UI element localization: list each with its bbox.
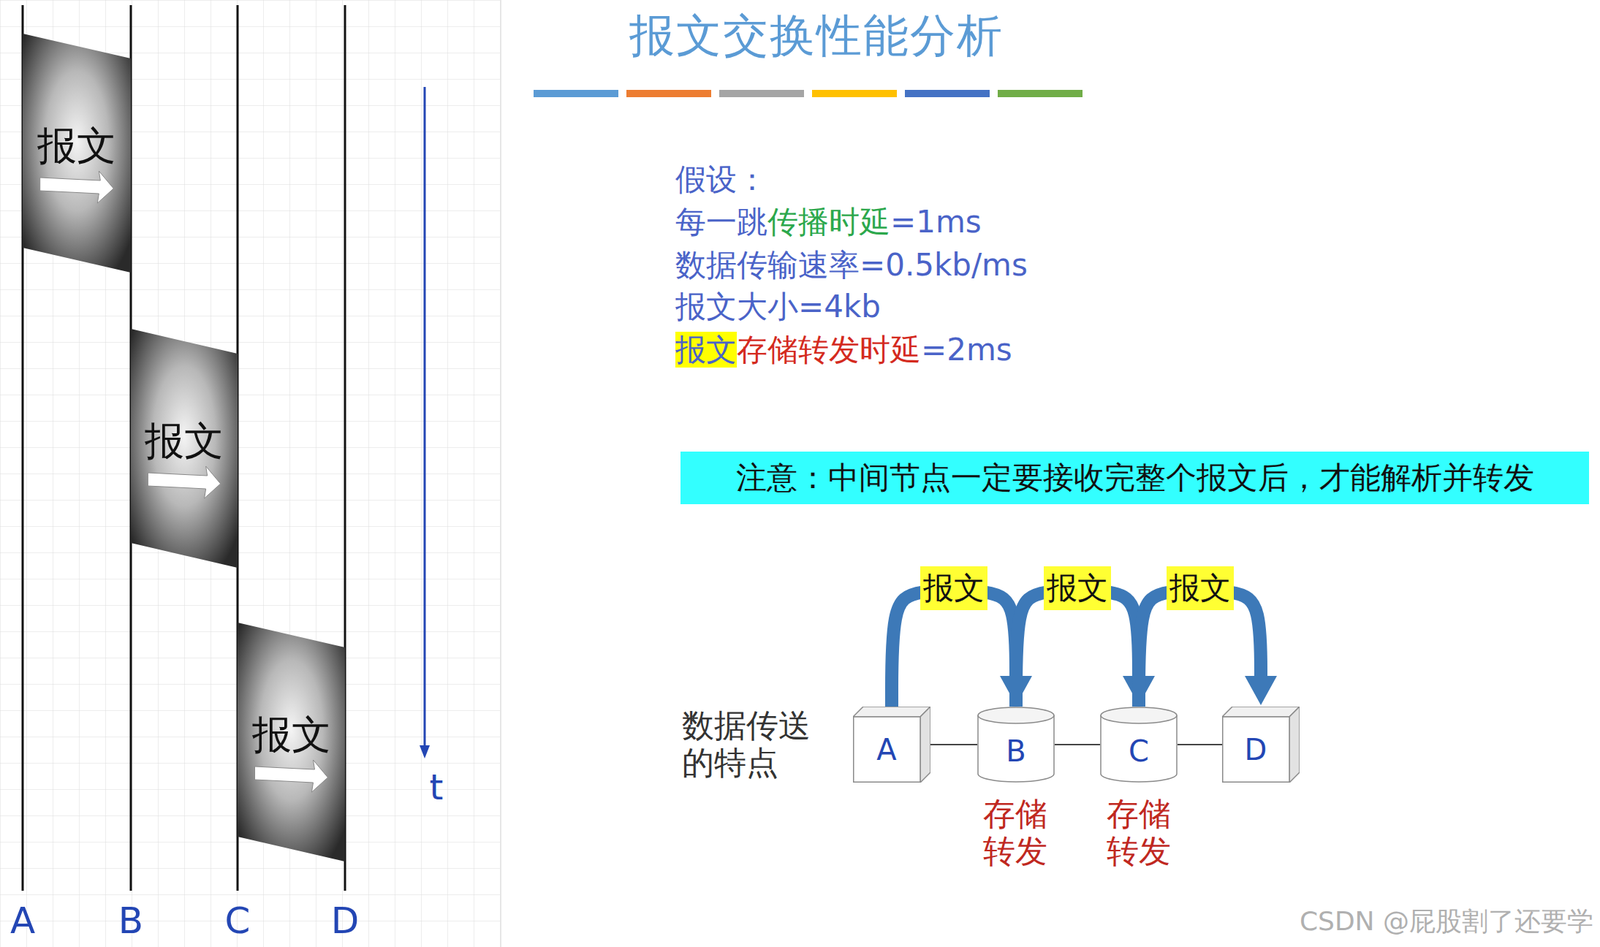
message-block: 报文: [237, 622, 345, 862]
message-label: 报文: [144, 415, 224, 469]
assumption-heading: 假设：: [675, 161, 768, 198]
node-label: A: [876, 733, 897, 767]
time-arrow: [423, 86, 427, 753]
section-label: 数据传送 的特点: [681, 707, 818, 782]
panel-edge: [499, 0, 502, 947]
store-forward-note: 存储 转发: [1103, 795, 1174, 870]
host-node: D: [1222, 706, 1300, 783]
direction-arrow: [40, 171, 115, 204]
store-forward-note: 存储 转发: [980, 795, 1051, 870]
assumption-value: =2ms: [920, 331, 1013, 368]
assumption-line: 报文存储转发时延=2ms: [675, 331, 1013, 369]
node-axis-label: A: [10, 900, 36, 943]
node-timelines: [22, 5, 345, 892]
assumption-text: 报文大小=4kb: [675, 288, 881, 325]
transfer-label: 报文: [920, 566, 988, 611]
color-bars: [533, 89, 1083, 98]
assumption-line: 报文大小=4kb: [675, 288, 881, 326]
link-line: [1054, 744, 1101, 746]
note-text: 注意：中间节点一定要接收完整个报文后，才能解析并转发: [736, 457, 1535, 499]
transfer-label: 报文: [1043, 566, 1112, 611]
host-node: A: [852, 706, 931, 783]
highlight-term: 报文: [675, 331, 737, 368]
assumption-text: 数据传输速率=0.5kb/ms: [675, 247, 1028, 283]
switch-node: C: [1100, 706, 1178, 783]
message-label: 报文: [252, 708, 332, 763]
node-label: D: [1244, 733, 1268, 767]
assumption-line: 数据传输速率=0.5kb/ms: [675, 247, 1028, 284]
assumption-term: 传播时延: [767, 203, 891, 240]
message-label: 报文: [37, 119, 117, 174]
assumption-text: 每一跳: [675, 203, 768, 240]
link-line: [1177, 744, 1223, 746]
assumption-value: =1ms: [890, 203, 982, 240]
assumption-term: 存储转发时延: [736, 331, 921, 368]
grid-ground: [0, 0, 501, 947]
node-axis-label: D: [331, 900, 360, 943]
node-label: B: [1005, 734, 1026, 769]
watermark: CSDN @屁股割了还要学: [1299, 906, 1594, 937]
switch-node: B: [977, 706, 1055, 783]
time-axis-label: t: [429, 767, 444, 808]
link-line: [930, 744, 978, 746]
direction-arrow: [147, 466, 221, 499]
node-axis-label: C: [225, 900, 251, 943]
message-block: 报文: [22, 33, 131, 273]
direction-arrow: [255, 760, 329, 793]
assumption-line: 每一跳传播时延=1ms: [675, 203, 982, 241]
assumption-line: 假设：: [675, 161, 768, 199]
transfer-label: 报文: [1166, 566, 1234, 611]
message-block: 报文: [130, 328, 238, 568]
note-band: 注意：中间节点一定要接收完整个报文后，才能解析并转发: [680, 451, 1590, 505]
node-label: C: [1128, 734, 1150, 769]
node-axis-label: B: [118, 900, 144, 943]
page-title: 报文交换性能分析: [629, 5, 1004, 67]
